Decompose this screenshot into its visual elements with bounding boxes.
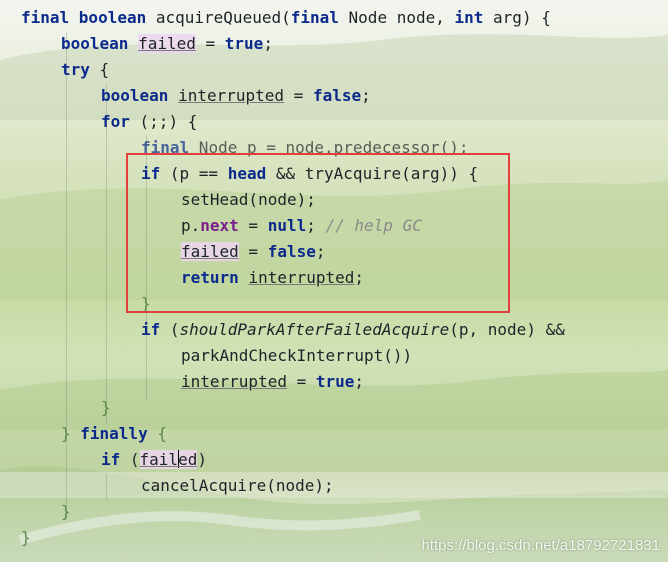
closing-brace: } bbox=[61, 502, 71, 521]
keyword: true bbox=[224, 34, 264, 53]
code-line-12: } bbox=[141, 291, 151, 317]
keyword: final bbox=[290, 8, 339, 27]
variable-interrupted: interrupted bbox=[181, 372, 287, 391]
code-text: cancelAcquire(node); bbox=[141, 476, 334, 495]
closing-brace: } bbox=[61, 424, 81, 443]
code-text bbox=[168, 86, 178, 105]
indent-guide bbox=[106, 84, 107, 424]
code-text: = bbox=[238, 216, 268, 235]
code-line-15: interrupted = true; bbox=[181, 369, 364, 395]
code-line-1: final boolean acquireQueued(final Node n… bbox=[21, 5, 551, 31]
variable-failed-part: ed bbox=[178, 450, 198, 469]
keyword: final boolean bbox=[21, 8, 147, 27]
code-line-19: cancelAcquire(node); bbox=[141, 473, 334, 499]
code-text: && tryAcquire(arg)) { bbox=[266, 164, 479, 183]
code-line-4: boolean interrupted = false; bbox=[101, 83, 371, 109]
code-line-21: } bbox=[21, 525, 31, 551]
variable-failed: failed bbox=[181, 242, 239, 261]
code-line-13: if (shouldParkAfterFailedAcquire(p, node… bbox=[141, 317, 565, 343]
code-line-9: p.next = null; // help GC bbox=[181, 213, 422, 239]
keyword: true bbox=[315, 372, 355, 391]
code-text: = bbox=[195, 34, 225, 53]
indent-guide bbox=[106, 474, 107, 500]
code-text: Node p = node.predecessor(); bbox=[189, 138, 469, 157]
code-text: ( bbox=[160, 320, 180, 339]
code-line-17: } finally { bbox=[61, 421, 167, 447]
highlight-annotation-box bbox=[126, 153, 510, 313]
keyword: boolean bbox=[101, 86, 169, 105]
field-head: head bbox=[227, 164, 267, 183]
code-text: p. bbox=[181, 216, 201, 235]
indent-guide bbox=[146, 136, 147, 400]
code-text: (p, node) && bbox=[449, 320, 565, 339]
code-text: ; bbox=[354, 268, 365, 287]
text-caret bbox=[177, 450, 179, 468]
closing-brace: } bbox=[101, 398, 111, 417]
keyword: for bbox=[101, 112, 130, 131]
code-text: = bbox=[284, 86, 313, 105]
code-text: (p == bbox=[160, 164, 228, 183]
indent-guide bbox=[66, 32, 67, 518]
code-text: setHead(node); bbox=[181, 190, 316, 209]
keyword: int bbox=[454, 8, 484, 27]
code-text: arg) { bbox=[483, 8, 551, 27]
code-text: ; bbox=[361, 86, 371, 105]
code-line-8: setHead(node); bbox=[181, 187, 316, 213]
code-line-2: boolean failed = true; bbox=[61, 31, 273, 57]
code-text: = bbox=[286, 372, 316, 391]
variable-interrupted: interrupted bbox=[178, 86, 285, 105]
code-text: ; bbox=[315, 242, 326, 261]
code-line-5: for (;;) { bbox=[101, 109, 197, 135]
closing-brace: } bbox=[141, 294, 151, 313]
variable-failed: failed bbox=[139, 450, 198, 469]
variable-failed: failed bbox=[138, 34, 196, 53]
keyword: try bbox=[61, 60, 90, 79]
code-line-3: try { bbox=[61, 57, 109, 83]
code-text: ) bbox=[197, 450, 207, 469]
code-text bbox=[128, 34, 138, 53]
method-call: shouldParkAfterFailedAcquire bbox=[179, 320, 450, 339]
keyword: false bbox=[267, 242, 316, 261]
keyword: final bbox=[141, 138, 190, 157]
keyword: finally bbox=[80, 424, 148, 443]
code-text: ; bbox=[263, 34, 273, 53]
code-text: ; bbox=[354, 372, 365, 391]
keyword: boolean bbox=[61, 34, 129, 53]
code-line-11: return interrupted; bbox=[181, 265, 364, 291]
code-text: Node node, bbox=[338, 8, 455, 27]
keyword: if bbox=[141, 320, 161, 339]
comment: // help GC bbox=[325, 216, 422, 235]
code-line-6: final Node p = node.predecessor(); bbox=[141, 135, 469, 161]
keyword: if bbox=[101, 450, 121, 469]
code-text: = bbox=[238, 242, 268, 261]
closing-brace: } bbox=[21, 528, 31, 547]
keyword: false bbox=[312, 86, 362, 105]
current-line-highlight bbox=[0, 472, 668, 498]
variable-interrupted: interrupted bbox=[248, 268, 355, 287]
code-text: parkAndCheckInterrupt()) bbox=[181, 346, 413, 365]
field-next: next bbox=[200, 216, 239, 235]
keyword: return bbox=[181, 268, 239, 287]
code-text: ( bbox=[120, 450, 140, 469]
code-text: { bbox=[89, 60, 110, 79]
code-line-20: } bbox=[61, 499, 71, 525]
keyword: null bbox=[267, 216, 307, 235]
code-text: ; bbox=[306, 216, 326, 235]
code-line-10: failed = false; bbox=[181, 239, 326, 265]
code-line-18: if (failed) bbox=[101, 447, 207, 473]
code-line-14: parkAndCheckInterrupt()) bbox=[181, 343, 412, 369]
keyword: if bbox=[141, 164, 161, 183]
code-line-7: if (p == head && tryAcquire(arg)) { bbox=[141, 161, 478, 187]
method-signature: acquireQueued( bbox=[146, 8, 291, 27]
code-text: (;;) { bbox=[129, 112, 198, 131]
opening-brace: { bbox=[147, 424, 167, 443]
code-line-16: } bbox=[101, 395, 111, 421]
watermark: https://blog.csdn.net/a18792721831 bbox=[421, 537, 660, 554]
variable-failed-part: fail bbox=[139, 450, 179, 469]
